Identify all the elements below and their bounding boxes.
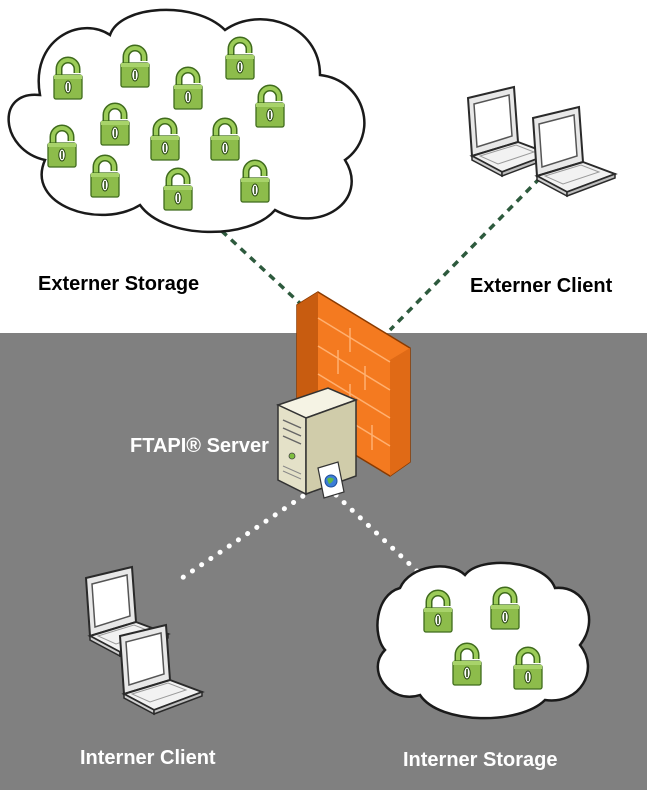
server-icon [275,387,359,499]
internal-storage-link [333,492,421,575]
server-label: FTAPI® Server [130,435,269,457]
external-client-label: Externer Client [470,275,613,297]
laptop-icon [532,106,616,197]
internal-storage-label: Interner Storage [403,749,557,771]
external-storage-label: Externer Storage [38,273,199,295]
internal-client-link [179,487,315,581]
external-client-laptops [467,86,616,197]
internal-client-label: Interner Client [80,747,216,769]
external-storage-cloud [7,8,366,234]
external-client-link [388,176,542,332]
internal-storage-cloud [376,561,591,720]
